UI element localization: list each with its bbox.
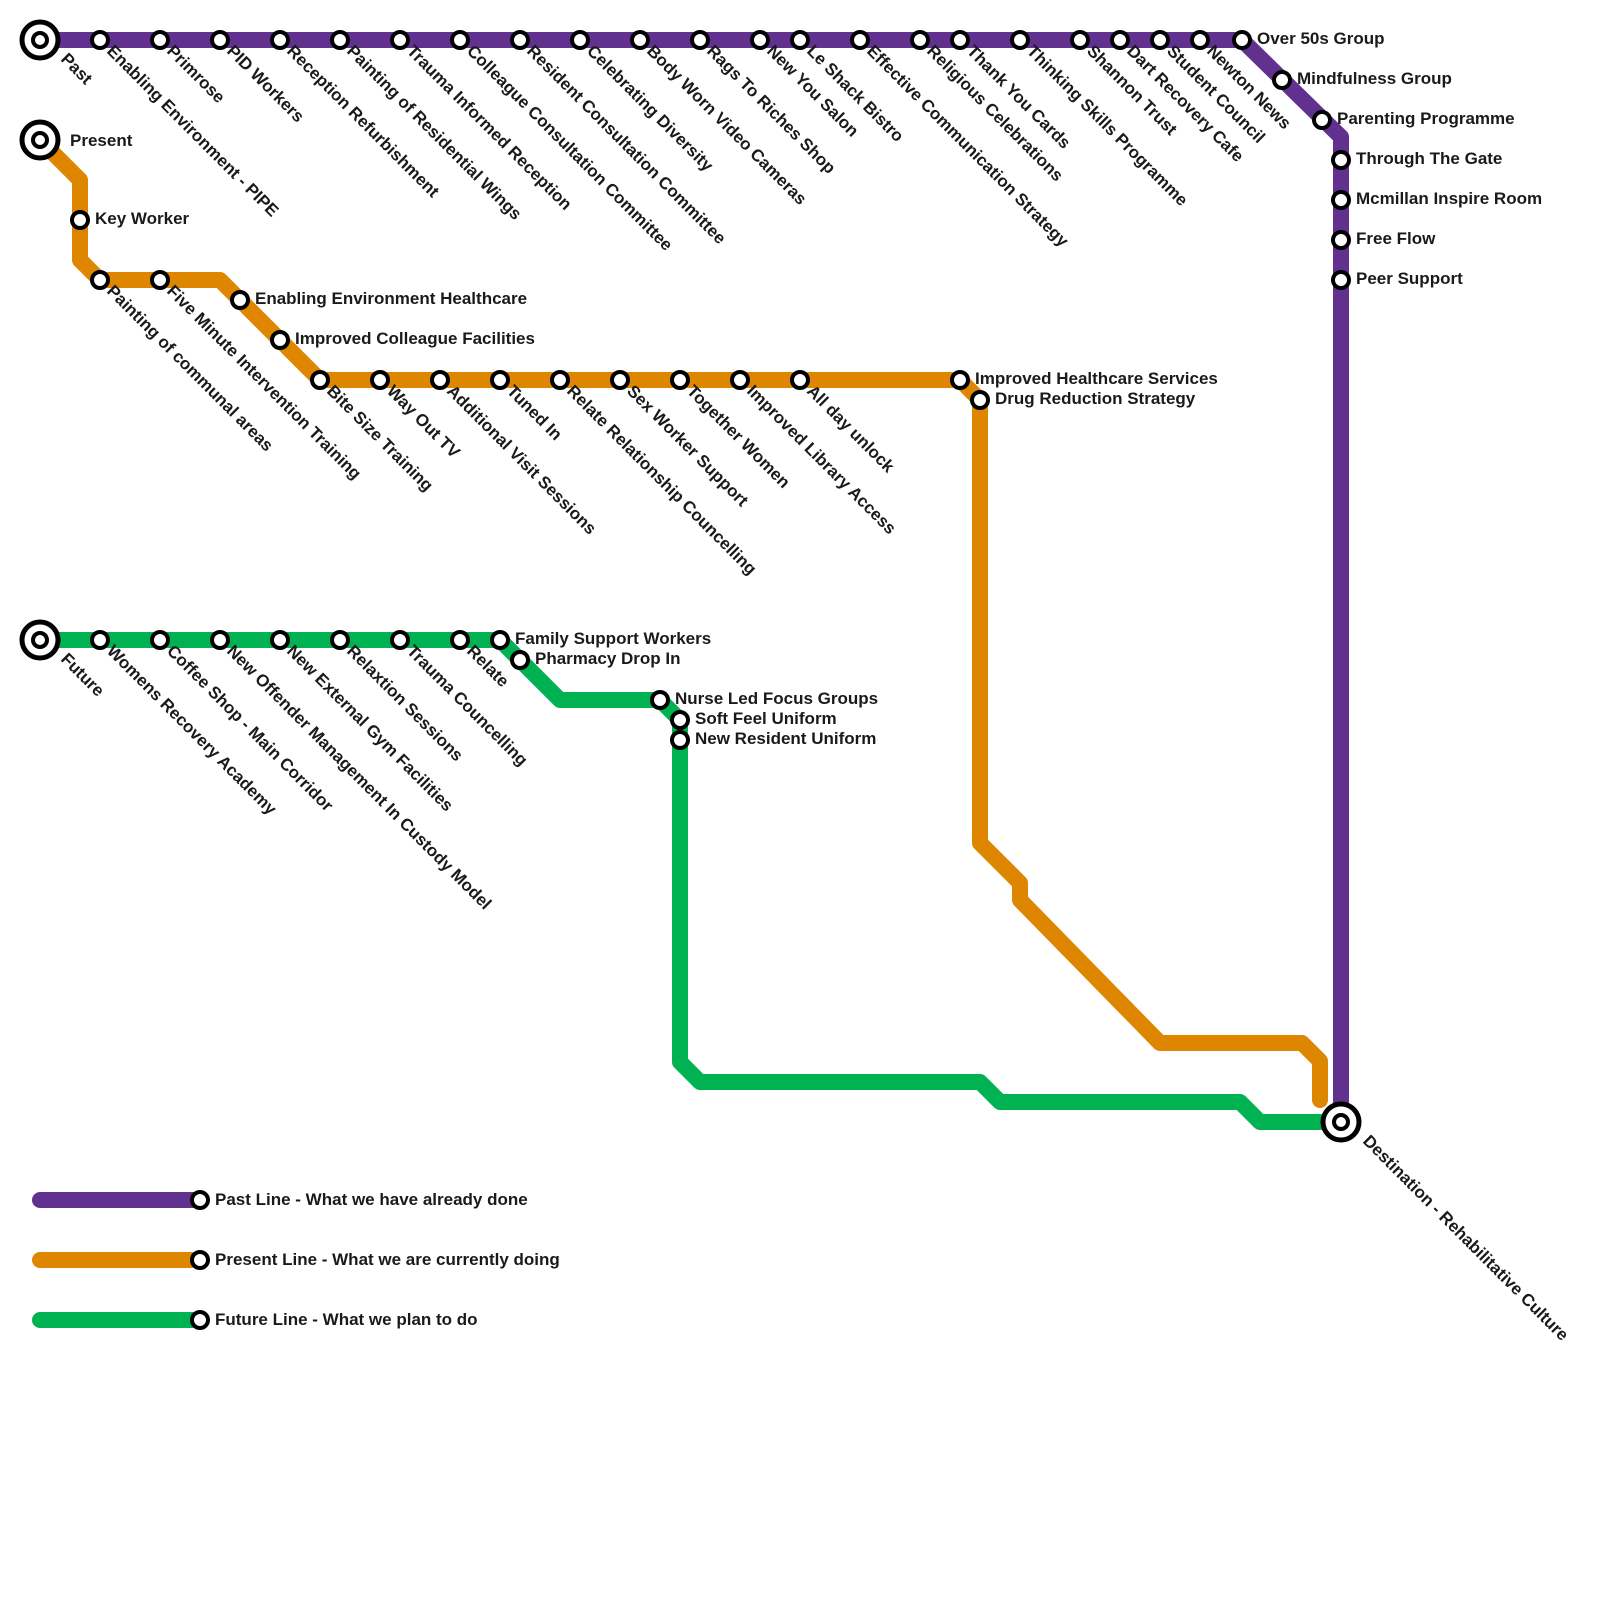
station-label: Nurse Led Focus Groups — [675, 689, 878, 708]
future-stations: Womens Recovery Academy Coffee Shop - Ma… — [90, 629, 878, 913]
station-label: Through The Gate — [1356, 149, 1502, 168]
destination-terminus-label: Destination - Rehabilitative Culture — [1359, 1131, 1572, 1344]
past-stations: Enabling Environment - PIPE Primrose PID… — [90, 29, 1542, 290]
station-label: Free Flow — [1356, 229, 1436, 248]
present-stations: Key Worker Painting of communal areas Fi… — [70, 209, 1218, 579]
station-label: New Resident Uniform — [695, 729, 876, 748]
destination-terminus: Destination - Rehabilitative Culture — [1320, 1101, 1572, 1345]
legend: Past Line - What we have already done Pr… — [32, 1190, 560, 1330]
station-label: Mcmillan Inspire Room — [1356, 189, 1542, 208]
station-label: Improved Healthcare Services — [975, 369, 1218, 388]
station-label: Together Women — [683, 381, 793, 491]
station-label: Drug Reduction Strategy — [995, 389, 1196, 408]
legend-item-future: Future Line - What we plan to do — [32, 1310, 478, 1330]
station-label: Soft Feel Uniform — [695, 709, 837, 728]
present-terminus-label: Present — [70, 131, 133, 150]
station-label: Key Worker — [95, 209, 190, 228]
station-label: Pharmacy Drop In — [535, 649, 681, 668]
station-label: Mindfulness Group — [1297, 69, 1452, 88]
station-label: Enabling Environment Healthcare — [255, 289, 527, 308]
station-label: Parenting Programme — [1337, 109, 1515, 128]
station-label: Sex Worker Support — [623, 381, 752, 510]
future-line — [32, 632, 1328, 1130]
station-label: Over 50s Group — [1257, 29, 1385, 48]
future-terminus-label: Future — [57, 649, 108, 700]
legend-label-past: Past Line - What we have already done — [215, 1190, 528, 1209]
legend-label-future: Future Line - What we plan to do — [215, 1310, 478, 1329]
present-terminus: Present — [19, 119, 133, 161]
station-label: Bite Size Training — [323, 381, 437, 495]
station-label: Improved Colleague Facilities — [295, 329, 535, 348]
legend-item-past: Past Line - What we have already done — [32, 1190, 528, 1210]
past-terminus: Past — [19, 19, 96, 88]
station-label: Family Support Workers — [515, 629, 711, 648]
station-label: Tuned In — [503, 381, 566, 444]
legend-label-present: Present Line - What we are currently doi… — [215, 1250, 560, 1269]
station-label: Peer Support — [1356, 269, 1463, 288]
past-terminus-label: Past — [57, 49, 96, 88]
station-label: Relaxtion Sessions — [343, 641, 467, 765]
legend-item-present: Present Line - What we are currently doi… — [32, 1250, 560, 1270]
